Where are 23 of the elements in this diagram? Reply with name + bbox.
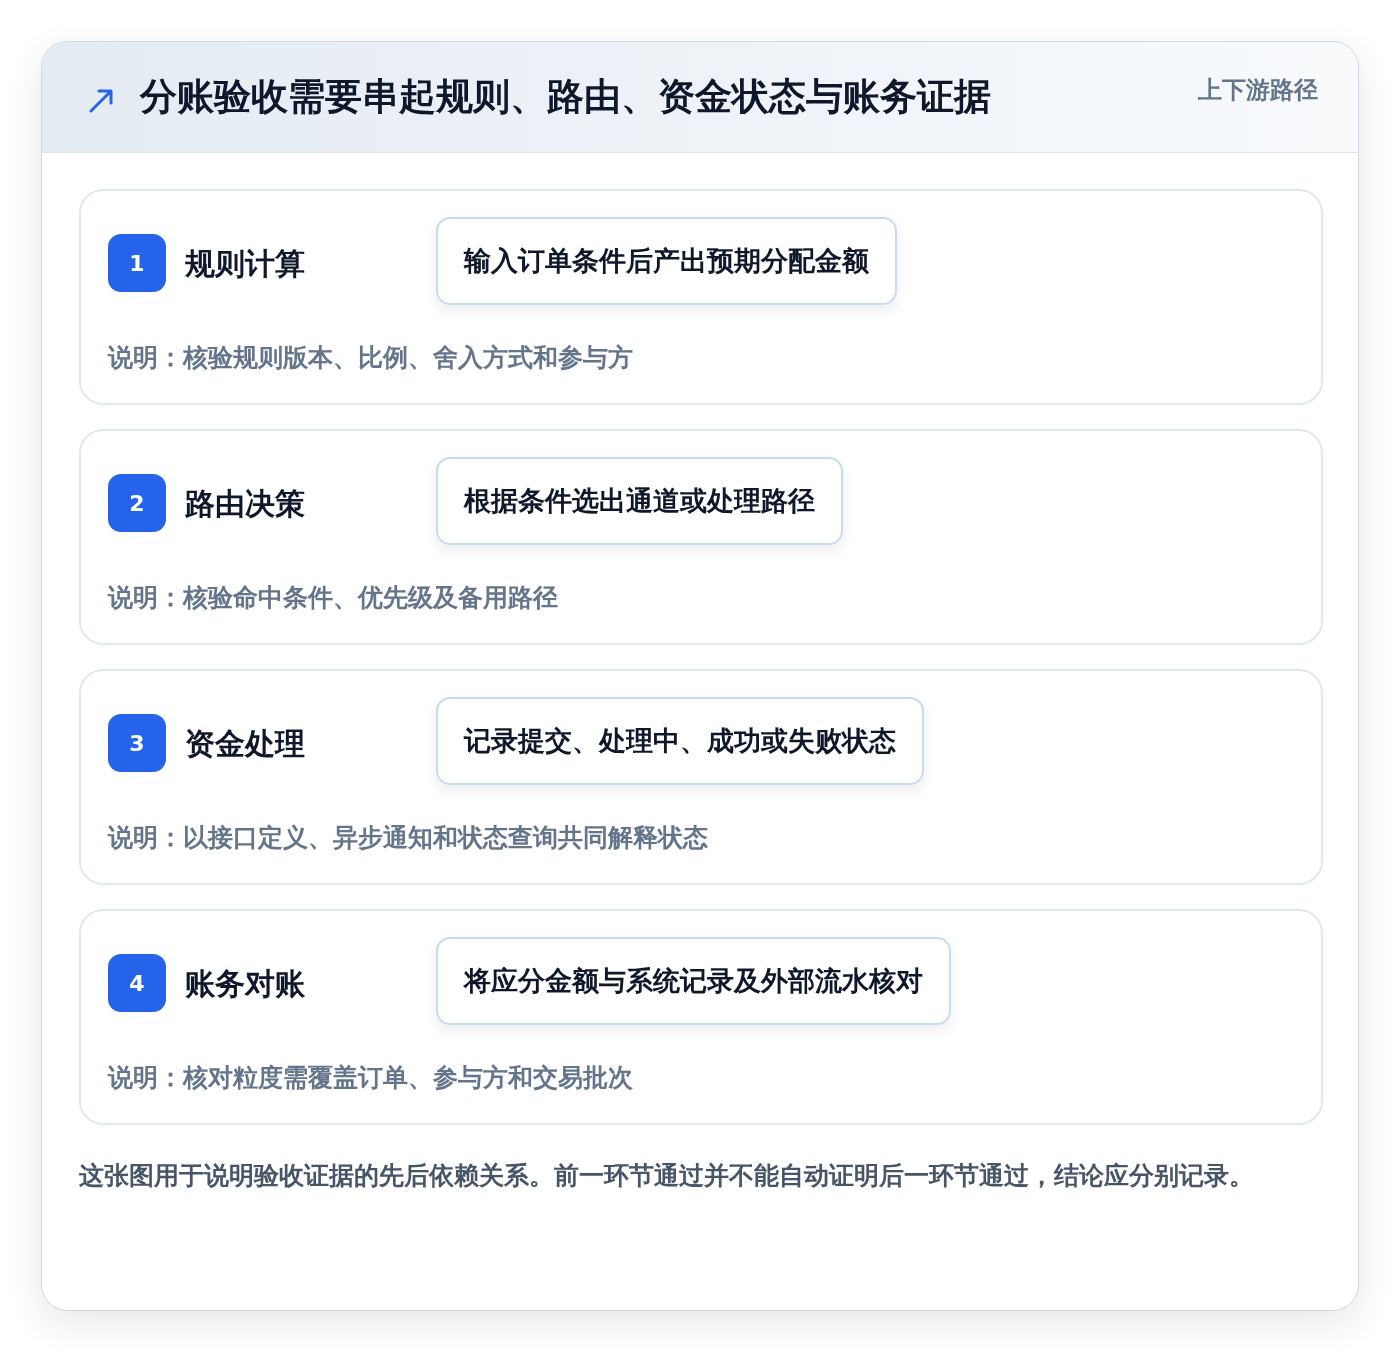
step-card [79,429,1323,645]
step-card [79,189,1323,405]
step-box: 将应分金额与系统记录及外部流水核对 [436,937,951,1025]
header-tag: 上下游路径 [1198,74,1318,106]
note-text: 说明：以接口定义、异步通知和状态查询共同解释状态 [108,822,708,854]
note-text: 说明：核对粒度需覆盖订单、参与方和交易批次 [108,1062,633,1094]
step-box: 根据条件选出通道或处理路径 [436,457,843,545]
step-heading: 资金处理 [185,725,305,763]
step-card [79,669,1323,885]
step-number-badge: 4 [108,954,166,1012]
note-text: 说明：核验命中条件、优先级及备用路径 [108,582,558,614]
step-card [79,909,1323,1125]
step-heading: 路由决策 [185,485,305,523]
step-number-badge: 1 [108,234,166,292]
title: 分账验收需要串起规则、路由、资金状态与账务证据 [140,74,991,120]
step-box: 记录提交、处理中、成功或失败状态 [436,697,924,785]
step-heading: 规则计算 [185,245,305,283]
note-text: 说明：核验规则版本、比例、舍入方式和参与方 [108,342,633,374]
step-box: 输入订单条件后产出预期分配金额 [436,217,897,305]
step-number-badge: 2 [108,474,166,532]
caption-text: 这张图用于说明验收证据的先后依赖关系。前一环节通过并不能自动证明后一环节通过，结论应分别记录。 [79,1160,1255,1192]
step-number-badge: 3 [108,714,166,772]
step-heading: 账务对账 [185,965,305,1003]
